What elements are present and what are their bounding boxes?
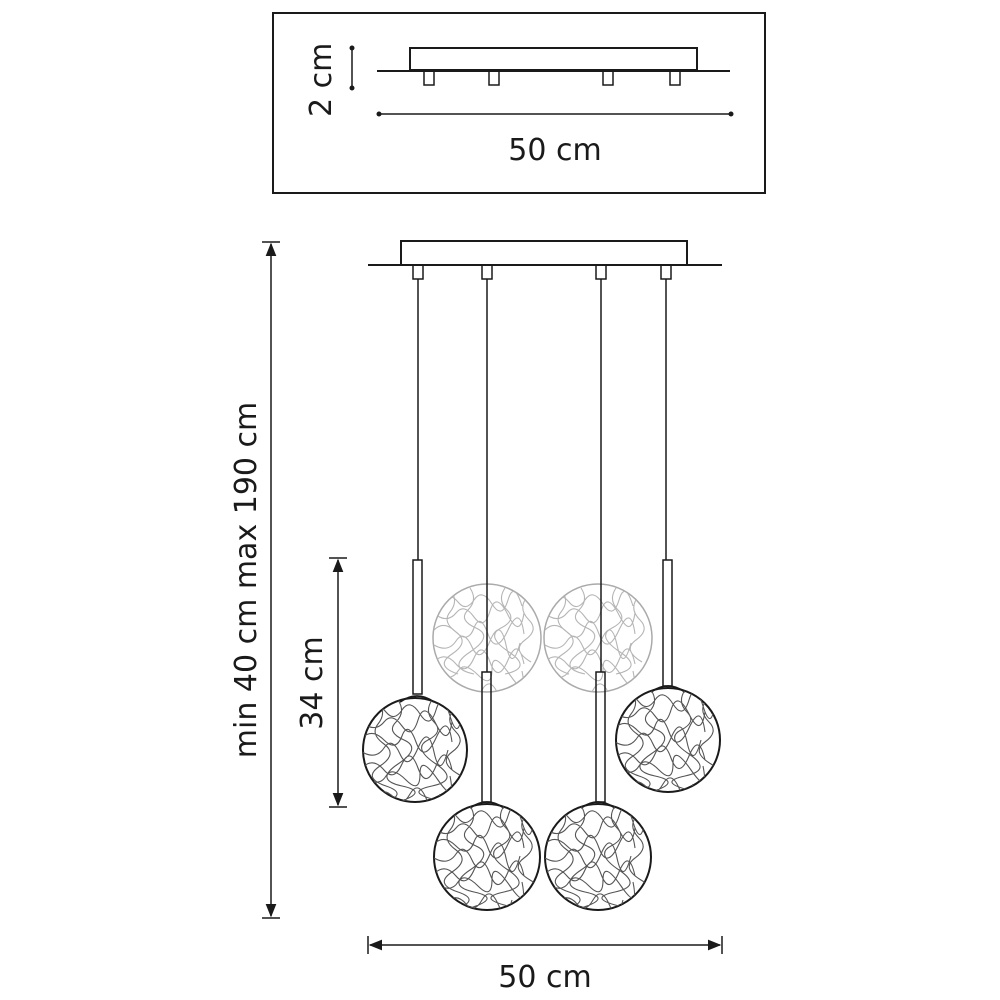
cord-holder-4 (660, 264, 672, 280)
top-view-holder-2 (488, 70, 500, 86)
top-view-holder-4 (669, 70, 681, 86)
top-view-canopy (409, 47, 698, 71)
cord-holder-1 (412, 264, 424, 280)
overall-height-label: min 40 cm max 190 cm (229, 402, 264, 758)
globe-bottom-right (544, 803, 652, 911)
cord-holder-2 (481, 264, 493, 280)
globe-bottom-left (433, 803, 541, 911)
front-canopy (400, 240, 688, 266)
faded-globe-right (543, 583, 653, 693)
rod-1 (412, 559, 423, 695)
top-view-panel: 2 cm 50 cm (272, 12, 766, 194)
rod-4 (662, 559, 673, 687)
top-view-width-label: 50 cm (508, 133, 601, 168)
top-view-frame (272, 12, 766, 194)
front-width-label: 50 cm (498, 960, 591, 995)
shade-height-label: 34 cm (295, 636, 330, 729)
top-view-holder-1 (423, 70, 435, 86)
front-view: min 40 cm max 190 cm 34 cm 50 cm (229, 240, 723, 995)
top-view-holder-3 (602, 70, 614, 86)
globe-left (362, 697, 468, 803)
cord-holder-3 (595, 264, 607, 280)
top-view-height-label: 2 cm (304, 43, 339, 117)
globe-right (615, 687, 721, 793)
